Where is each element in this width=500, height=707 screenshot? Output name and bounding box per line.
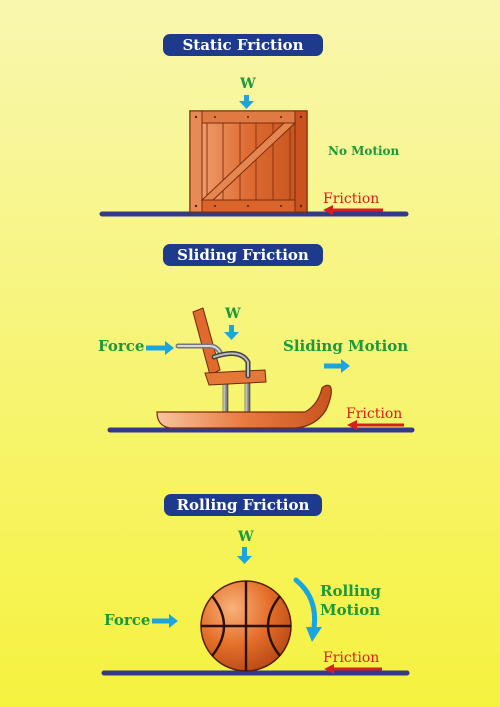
- sliding-friction-label: Friction: [346, 406, 403, 422]
- sliding-title: Sliding Friction: [163, 244, 323, 266]
- static-friction-label: Friction: [323, 191, 380, 207]
- sliding-friction-arrow: [347, 420, 404, 430]
- static-weight-arrow: [239, 95, 254, 109]
- static-status-label: No Motion: [328, 144, 400, 158]
- rolling-force-label: Force: [104, 611, 151, 629]
- static-title: Static Friction: [163, 34, 323, 56]
- sliding-weight-arrow: [224, 325, 239, 340]
- crate-icon: [189, 110, 308, 213]
- sliding-force-label: Force: [98, 337, 145, 355]
- rolling-weight-label: W: [238, 529, 254, 545]
- rolling-title: Rolling Friction: [164, 494, 322, 516]
- rolling-friction-arrow: [324, 664, 382, 674]
- rolling-motion-label-line2: Motion: [320, 601, 381, 619]
- static-friction-arrow: [323, 205, 383, 215]
- basketball-icon: [200, 580, 292, 672]
- sliding-force-arrow: [146, 341, 174, 355]
- sliding-weight-label: W: [225, 306, 241, 322]
- rolling-friction-label: Friction: [323, 650, 380, 666]
- sliding-motion-label: Sliding Motion: [283, 337, 409, 355]
- static-weight-label: W: [240, 76, 256, 92]
- rolling-force-arrow: [152, 614, 178, 628]
- sliding-motion-arrow: [324, 359, 350, 373]
- rolling-weight-arrow: [237, 547, 252, 564]
- rolling-motion-arrow: [293, 577, 322, 642]
- rolling-motion-label-line1: Rolling: [320, 582, 381, 600]
- sled-chair-icon: [156, 307, 332, 429]
